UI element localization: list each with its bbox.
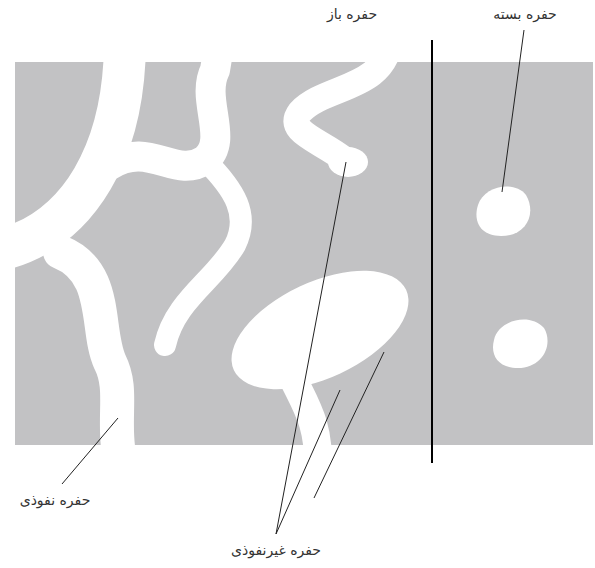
dead-end-pore (214, 246, 427, 413)
leader-line (276, 162, 346, 534)
leader-line (502, 30, 524, 192)
pore-channel (165, 160, 241, 345)
permeable-pore-label: حفره نفوذی (20, 492, 91, 509)
closed-pore-label: حفره بسته (493, 6, 556, 23)
dead-end-pore (328, 147, 368, 177)
open-pore (296, 62, 390, 160)
pore-network (15, 62, 426, 445)
leader-lines (62, 30, 524, 534)
pore-neck (285, 360, 318, 445)
closed-pore (476, 187, 530, 236)
impermeable-pore-label: حفره غیرنفوذی (231, 542, 321, 559)
leader-line (314, 352, 384, 498)
leader-line (276, 390, 340, 534)
leader-line (62, 418, 118, 484)
closed-pore (493, 319, 548, 368)
solid-right (432, 62, 593, 445)
permeable-pore (60, 252, 122, 445)
divider-line (431, 40, 433, 463)
open-pore-label: حفره باز (327, 6, 377, 23)
